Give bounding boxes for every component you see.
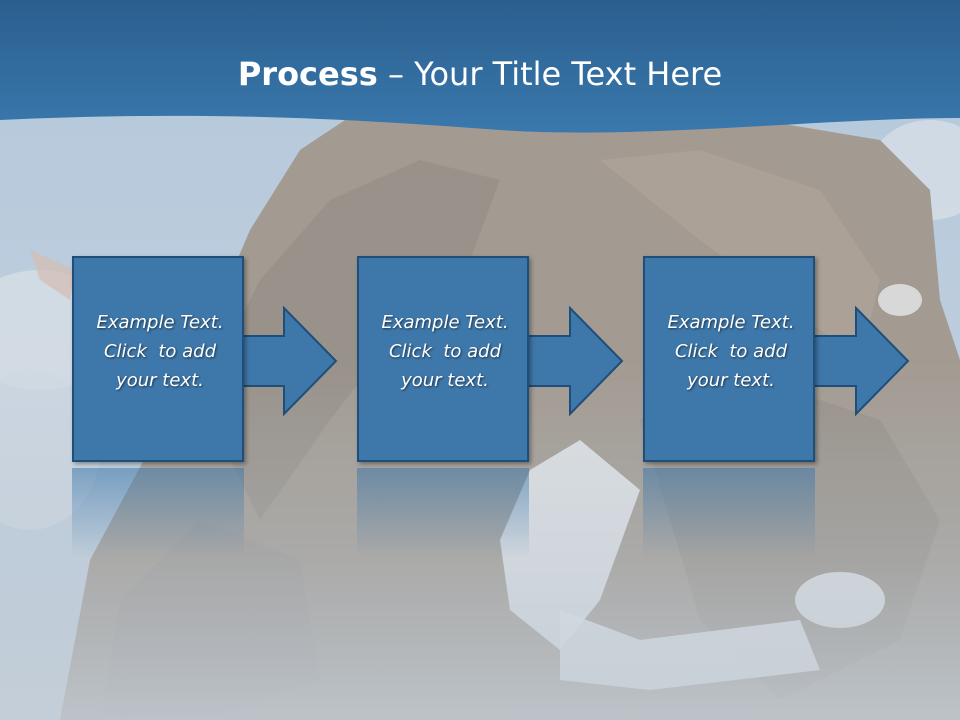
header-banner	[0, 0, 960, 133]
step-text-line: your text.	[401, 370, 489, 391]
step-text-line: Click to add	[674, 341, 787, 362]
process-step-1[interactable]: Example Text. Click to add your text.	[72, 256, 248, 466]
step-text[interactable]: Example Text. Click to add your text.	[363, 308, 527, 395]
slide-title[interactable]: Process – Your Title Text Here	[0, 52, 960, 96]
reflection	[643, 468, 815, 558]
step-text-line: Example Text.	[96, 312, 224, 333]
title-bold: Process	[237, 55, 378, 93]
reflection	[72, 468, 244, 558]
step-text-line: your text.	[687, 370, 775, 391]
step-box	[357, 256, 529, 462]
step-text-line: your text.	[116, 370, 204, 391]
step-box	[643, 256, 815, 462]
step-box	[72, 256, 244, 462]
process-step-2[interactable]: Example Text. Click to add your text.	[357, 256, 533, 466]
step-text[interactable]: Example Text. Click to add your text.	[78, 308, 242, 395]
step-text-line: Example Text.	[381, 312, 509, 333]
process-step-3[interactable]: Example Text. Click to add your text.	[643, 256, 819, 466]
step-text[interactable]: Example Text. Click to add your text.	[649, 308, 813, 395]
step-text-line: Click to add	[103, 341, 216, 362]
step-text-line: Example Text.	[667, 312, 795, 333]
arrow-right-icon	[527, 306, 624, 416]
arrow-right-icon	[813, 306, 910, 416]
reflection	[357, 468, 529, 558]
arrow-right-icon	[241, 306, 338, 416]
title-rest: – Your Title Text Here	[377, 55, 723, 93]
step-text-line: Click to add	[388, 341, 501, 362]
